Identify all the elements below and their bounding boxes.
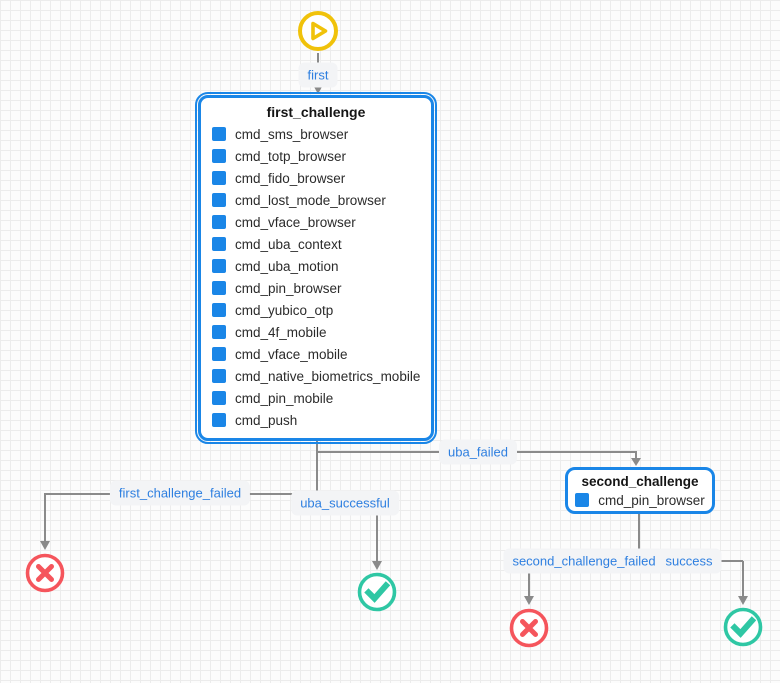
challenge-item[interactable]: cmd_lost_mode_browser bbox=[201, 189, 431, 211]
start-node[interactable] bbox=[296, 9, 340, 58]
challenge-item-label: cmd_pin_browser bbox=[235, 280, 342, 296]
command-icon bbox=[212, 149, 226, 163]
arrowhead-icon bbox=[524, 596, 534, 605]
node-title: first_challenge bbox=[266, 104, 366, 120]
edge-label-success[interactable]: success bbox=[656, 548, 722, 574]
command-icon bbox=[212, 281, 226, 295]
terminal-success-first[interactable] bbox=[356, 571, 398, 618]
command-icon bbox=[212, 127, 226, 141]
challenge-item-label: cmd_push bbox=[235, 412, 298, 428]
challenge-item[interactable]: cmd_fido_browser bbox=[201, 167, 431, 189]
command-icon bbox=[212, 413, 226, 427]
command-icon bbox=[212, 325, 226, 339]
arrowhead-icon bbox=[631, 458, 641, 466]
challenge-item-label: cmd_pin_browser bbox=[598, 492, 705, 508]
success-circle-icon bbox=[723, 607, 763, 647]
node-first-challenge[interactable]: first_challenge cmd_sms_browser cmd_totp… bbox=[195, 92, 437, 444]
challenge-item-list: cmd_pin_browser bbox=[568, 490, 712, 510]
terminal-fail-first[interactable] bbox=[24, 552, 66, 599]
challenge-item-label: cmd_4f_mobile bbox=[235, 324, 327, 340]
command-icon bbox=[212, 171, 226, 185]
challenge-item[interactable]: cmd_pin_browser bbox=[201, 277, 431, 299]
challenge-item[interactable]: cmd_sms_browser bbox=[201, 123, 431, 145]
command-icon bbox=[212, 303, 226, 317]
arrowhead-icon bbox=[40, 541, 50, 550]
challenge-item[interactable]: cmd_push bbox=[201, 409, 431, 431]
challenge-item[interactable]: cmd_pin_browser bbox=[568, 490, 712, 510]
fail-circle-icon bbox=[509, 608, 549, 648]
challenge-item[interactable]: cmd_pin_mobile bbox=[201, 387, 431, 409]
challenge-item-label: cmd_yubico_otp bbox=[235, 302, 334, 318]
challenge-item-label: cmd_uba_motion bbox=[235, 258, 339, 274]
challenge-item[interactable]: cmd_4f_mobile bbox=[201, 321, 431, 343]
challenge-item-label: cmd_native_biometrics_mobile bbox=[235, 368, 421, 384]
command-icon bbox=[212, 369, 226, 383]
terminal-success-second[interactable] bbox=[722, 606, 764, 653]
arrowhead-icon bbox=[372, 561, 382, 570]
terminal-fail-second[interactable] bbox=[508, 607, 550, 654]
edge-label-first-challenge-failed[interactable]: first_challenge_failed bbox=[109, 480, 251, 506]
challenge-item-label: cmd_vface_browser bbox=[235, 214, 356, 230]
challenge-item-list: cmd_sms_browser cmd_totp_browser cmd_fid… bbox=[201, 123, 431, 431]
command-icon bbox=[212, 237, 226, 251]
arrowhead-icon bbox=[738, 596, 748, 605]
node-second-challenge[interactable]: second_challenge cmd_pin_browser bbox=[565, 467, 715, 514]
challenge-item[interactable]: cmd_uba_context bbox=[201, 233, 431, 255]
command-icon bbox=[212, 215, 226, 229]
command-icon bbox=[212, 347, 226, 361]
challenge-item[interactable]: cmd_yubico_otp bbox=[201, 299, 431, 321]
edge-label-uba-successful[interactable]: uba_successful bbox=[291, 490, 399, 516]
edge-label-uba-failed[interactable]: uba_failed bbox=[439, 439, 517, 465]
edge-label-second-challenge-failed[interactable]: second_challenge_failed bbox=[503, 548, 665, 574]
command-icon bbox=[212, 259, 226, 273]
challenge-item[interactable]: cmd_native_biometrics_mobile bbox=[201, 365, 431, 387]
challenge-item-label: cmd_lost_mode_browser bbox=[235, 192, 386, 208]
challenge-item-label: cmd_sms_browser bbox=[235, 126, 349, 142]
challenge-item-label: cmd_vface_mobile bbox=[235, 346, 348, 362]
challenge-item-label: cmd_pin_mobile bbox=[235, 390, 334, 406]
challenge-item[interactable]: cmd_vface_mobile bbox=[201, 343, 431, 365]
challenge-item-label: cmd_uba_context bbox=[235, 236, 342, 252]
edge-label-first[interactable]: first bbox=[298, 62, 338, 88]
edge-uba-failed bbox=[317, 451, 637, 458]
play-circle-icon bbox=[298, 11, 338, 51]
command-icon bbox=[212, 391, 226, 405]
fail-circle-icon bbox=[25, 553, 65, 593]
node-title: second_challenge bbox=[581, 474, 699, 489]
challenge-item-label: cmd_totp_browser bbox=[235, 148, 347, 164]
challenge-item[interactable]: cmd_vface_browser bbox=[201, 211, 431, 233]
success-circle-icon bbox=[357, 572, 397, 612]
challenge-item[interactable]: cmd_totp_browser bbox=[201, 145, 431, 167]
challenge-item-label: cmd_fido_browser bbox=[235, 170, 346, 186]
challenge-item[interactable]: cmd_uba_motion bbox=[201, 255, 431, 277]
command-icon bbox=[212, 193, 226, 207]
command-icon bbox=[575, 493, 590, 507]
